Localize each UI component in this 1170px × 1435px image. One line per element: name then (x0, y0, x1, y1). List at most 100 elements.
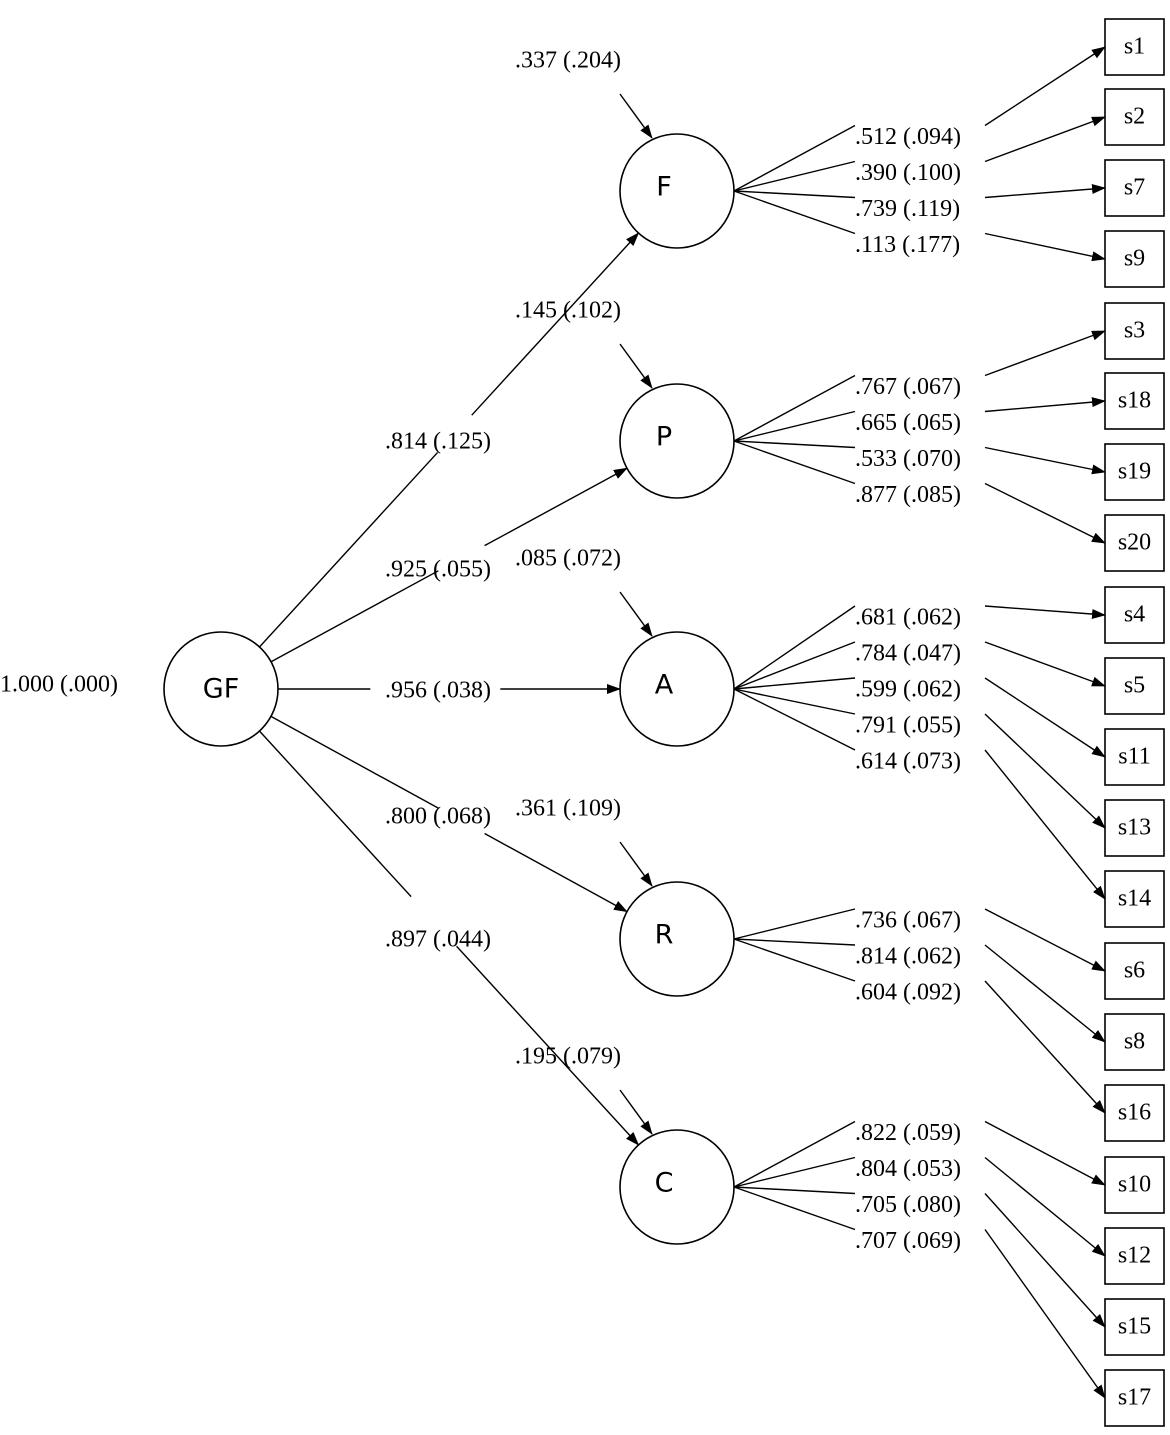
residual-label-p: .145 (.102) (515, 298, 621, 324)
edge-gf-p-b (484, 467, 628, 547)
loading-label-c: .897 (.044) (385, 927, 491, 953)
indicator-s9-box (1104, 230, 1165, 288)
indicator-s4-box (1104, 586, 1165, 644)
node-c-circle (619, 1129, 735, 1245)
loading-label-s17: .707 (.069) (855, 1228, 961, 1254)
edge-a-s13-b (984, 713, 1106, 829)
edge-gf-r-b (484, 832, 628, 913)
indicator-s2-label: s2 (1124, 104, 1145, 130)
indicator-s5-label: s5 (1124, 673, 1145, 699)
node-f-label: F (656, 172, 672, 203)
labels-layer: GF1.000 (.000).814 (.125).337 (.204)F.51… (0, 34, 1151, 1411)
root-variance-label: 1.000 (.000) (0, 672, 118, 698)
node-c-label: C (655, 1168, 674, 1199)
indicator-s1-label: s1 (1124, 34, 1145, 60)
loading-label-s16: .604 (.092) (855, 980, 961, 1006)
residual-label-c: .195 (.079) (515, 1044, 621, 1070)
indicator-s11-box (1104, 728, 1165, 786)
loading-label-f: .814 (.125) (385, 429, 491, 455)
edge-gf-f-b (471, 232, 640, 416)
loading-label-s1: .512 (.094) (855, 124, 961, 150)
indicator-s19-box (1104, 443, 1165, 501)
indicator-s3-label: s3 (1124, 318, 1145, 344)
edge-r-s16-b (984, 980, 1106, 1114)
loading-label-s20: .877 (.085) (855, 482, 961, 508)
loading-label-s6: .736 (.067) (855, 908, 961, 934)
edge-r-s8-b (984, 944, 1106, 1043)
indicator-s11-label: s11 (1118, 744, 1150, 770)
indicator-s18-label: s18 (1118, 388, 1151, 414)
edge-a-s4-a (733, 605, 856, 690)
loading-label-s9: .113 (.177) (855, 232, 960, 258)
indicator-s6-box (1104, 942, 1165, 1000)
indicator-s8-label: s8 (1124, 1029, 1145, 1055)
indicator-s2-box (1104, 88, 1165, 146)
edge-f-s2-b (984, 116, 1106, 163)
edge-residual-r (619, 841, 653, 887)
loading-label-s3: .767 (.067) (855, 374, 961, 400)
edge-c-s12-b (984, 1156, 1106, 1257)
node-a-label: A (655, 670, 674, 701)
indicator-s4-label: s4 (1124, 602, 1145, 628)
edge-a-s14-a (733, 688, 856, 751)
indicator-s17-label: s17 (1118, 1385, 1151, 1411)
edge-a-s11-a (733, 677, 856, 690)
edge-a-s5-a (733, 641, 856, 690)
node-gf-label: GF (203, 674, 239, 705)
edge-residual-c (619, 1089, 653, 1135)
edge-c-s17-a (733, 1186, 856, 1231)
indicator-s15-label: s15 (1118, 1314, 1151, 1340)
nodes-layer (163, 18, 1165, 1427)
loading-label-s5: .784 (.047) (855, 641, 961, 667)
edge-p-s19-a (733, 440, 856, 449)
edge-p-s3-b (984, 330, 1106, 377)
indicator-s6-label: s6 (1124, 958, 1145, 984)
node-p-label: P (656, 422, 672, 453)
loading-label-s12: .804 (.053) (855, 1156, 961, 1182)
edge-a-s5-b (984, 641, 1106, 687)
indicator-s5-box (1104, 657, 1165, 715)
indicator-s13-label: s13 (1118, 815, 1151, 841)
loading-label-p: .925 (.055) (385, 557, 491, 583)
edge-residual-a (619, 591, 653, 637)
indicator-s16-label: s16 (1118, 1100, 1151, 1126)
indicator-s16-box (1104, 1084, 1165, 1142)
residual-label-a: .085 (.072) (515, 546, 621, 572)
indicator-s10-label: s10 (1118, 1172, 1151, 1198)
edge-a-s4-b (984, 605, 1106, 620)
edge-c-s12-a (733, 1156, 856, 1188)
edge-gf-c-b (456, 945, 640, 1146)
edge-p-s20-a (733, 440, 856, 485)
indicator-s1-box (1104, 18, 1165, 76)
edge-r-s6-b (984, 908, 1106, 972)
edge-p-s18-a (733, 410, 856, 442)
edge-f-s7-a (733, 190, 856, 199)
edge-residual-f (619, 93, 653, 139)
indicator-s19-label: s19 (1118, 459, 1151, 485)
node-f-circle (619, 133, 735, 249)
edge-f-s1-b (984, 46, 1106, 127)
loading-label-s2: .390 (.100) (855, 160, 961, 186)
loading-label-s13: .791 (.055) (855, 713, 961, 739)
indicator-s3-box (1104, 302, 1165, 360)
node-r-circle (619, 881, 735, 997)
loading-label-s19: .533 (.070) (855, 446, 961, 472)
edge-residual-p (619, 343, 653, 389)
edge-p-s19-b (984, 446, 1106, 475)
indicator-s7-label: s7 (1124, 175, 1145, 201)
edge-f-s7-b (984, 184, 1106, 199)
indicator-s10-box (1104, 1156, 1165, 1214)
edge-c-s17-b (984, 1229, 1106, 1399)
loading-label-s14: .614 (.073) (855, 749, 961, 775)
edge-a-s13-a (733, 688, 856, 715)
edge-p-s20-b (984, 482, 1106, 544)
residual-label-r: .361 (.109) (515, 796, 621, 822)
indicator-s20-label: s20 (1118, 530, 1151, 556)
indicator-s14-label: s14 (1118, 886, 1151, 912)
loading-label-s7: .739 (.119) (855, 196, 960, 222)
edge-c-s15-b (984, 1193, 1106, 1328)
loading-label-s4: .681 (.062) (855, 605, 961, 631)
edge-a-s14-b (984, 749, 1106, 900)
loading-label-s8: .814 (.062) (855, 944, 961, 970)
